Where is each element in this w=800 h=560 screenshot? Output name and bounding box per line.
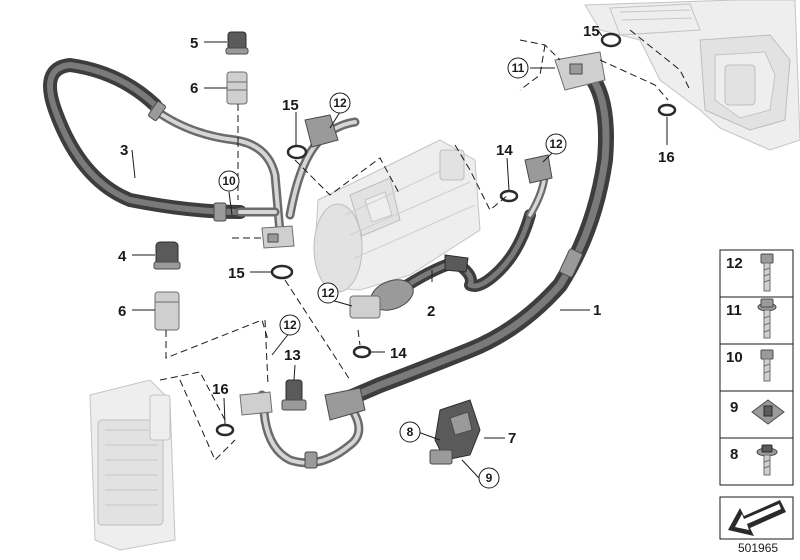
callout-12-mid: 12 xyxy=(317,282,339,304)
diagram-reference-number: 501965 xyxy=(738,541,778,555)
bolt-collar-flange-icon xyxy=(757,298,777,339)
bolt-short-icon xyxy=(760,349,774,382)
o-ring-14-lower xyxy=(352,345,372,359)
callout-14-upper: 14 xyxy=(496,142,513,159)
callout-1: 1 xyxy=(593,302,601,319)
legend-label-11: 11 xyxy=(726,302,742,319)
o-ring-14-upper xyxy=(499,189,519,203)
callout-8: 8 xyxy=(399,421,421,443)
metal-pipe-suction-top xyxy=(285,114,360,220)
pipe-flange-fitting xyxy=(261,225,295,249)
pressure-sensor-13 xyxy=(281,379,307,411)
service-valve-6-lower xyxy=(154,291,180,331)
evaporator-housing-ghost xyxy=(584,0,800,151)
callout-12-low: 12 xyxy=(279,314,301,336)
legend-label-10: 10 xyxy=(726,349,743,366)
o-ring-16-right xyxy=(657,103,677,117)
o-ring-15-left xyxy=(286,144,308,160)
service-valve-6-upper xyxy=(226,71,248,105)
callout-9: 9 xyxy=(478,467,500,489)
legend-cell-8 xyxy=(719,437,794,486)
condenser-ghost xyxy=(89,379,176,551)
fastener-legend: 12 11 10 9 8 xyxy=(719,249,794,540)
svg-text:8: 8 xyxy=(407,425,414,439)
bolt-hex-head-icon xyxy=(760,253,774,292)
callout-2: 2 xyxy=(427,303,435,320)
o-ring-15-right xyxy=(600,32,622,48)
valve-cap-5 xyxy=(225,31,249,55)
leader-lines xyxy=(131,29,668,479)
callout-6-lower: 6 xyxy=(118,303,126,320)
callout-15-right: 15 xyxy=(583,23,600,40)
refrigerant-line-1 xyxy=(337,51,614,408)
metal-pipe-upper-left xyxy=(148,101,285,237)
svg-text:12: 12 xyxy=(333,96,347,110)
legend-label-12: 12 xyxy=(726,255,743,272)
callout-6-upper: 6 xyxy=(190,80,198,97)
callout-3: 3 xyxy=(120,142,128,159)
callout-15-lower: 15 xyxy=(228,265,245,282)
callout-5: 5 xyxy=(190,35,198,52)
legend-cell-12 xyxy=(719,249,794,298)
callout-16-left: 16 xyxy=(212,381,229,398)
refrigerant-pipe-lower xyxy=(239,387,366,469)
svg-text:11: 11 xyxy=(512,61,525,75)
legend-label-8: 8 xyxy=(730,446,738,463)
svg-text:10: 10 xyxy=(222,174,236,188)
callout-13: 13 xyxy=(284,347,301,364)
callout-7: 7 xyxy=(508,430,516,447)
legend-label-9: 9 xyxy=(730,399,738,416)
screw-washer-icon xyxy=(756,444,778,476)
callout-16-right: 16 xyxy=(658,149,675,166)
callout-15-left: 15 xyxy=(282,97,299,114)
callout-12-right: 12 xyxy=(545,133,567,155)
svg-text:12: 12 xyxy=(283,318,297,332)
callout-11: 11 xyxy=(507,57,529,79)
compressor-ghost xyxy=(313,139,481,293)
legend-cell-10 xyxy=(719,343,794,392)
o-ring-16-left xyxy=(215,423,235,437)
o-ring-15-lower xyxy=(270,264,294,280)
callout-10: 10 xyxy=(218,170,240,192)
refrigerant-hose-2 xyxy=(349,154,553,319)
assembly-dash-lines xyxy=(159,29,691,461)
svg-text:12: 12 xyxy=(321,286,335,300)
callout-4: 4 xyxy=(118,248,127,265)
svg-text:9: 9 xyxy=(486,471,493,485)
bracket-assembly-7 xyxy=(429,399,481,465)
refrigerant-hose-3 xyxy=(43,58,247,219)
svg-text:12: 12 xyxy=(549,137,563,151)
clip-nut-icon xyxy=(751,399,785,425)
direction-arrow-icon xyxy=(728,500,786,536)
callout-14-lower: 14 xyxy=(390,345,407,362)
legend-cell-11 xyxy=(719,296,794,345)
callout-12-top: 12 xyxy=(329,92,351,114)
valve-cap-4 xyxy=(153,241,181,270)
